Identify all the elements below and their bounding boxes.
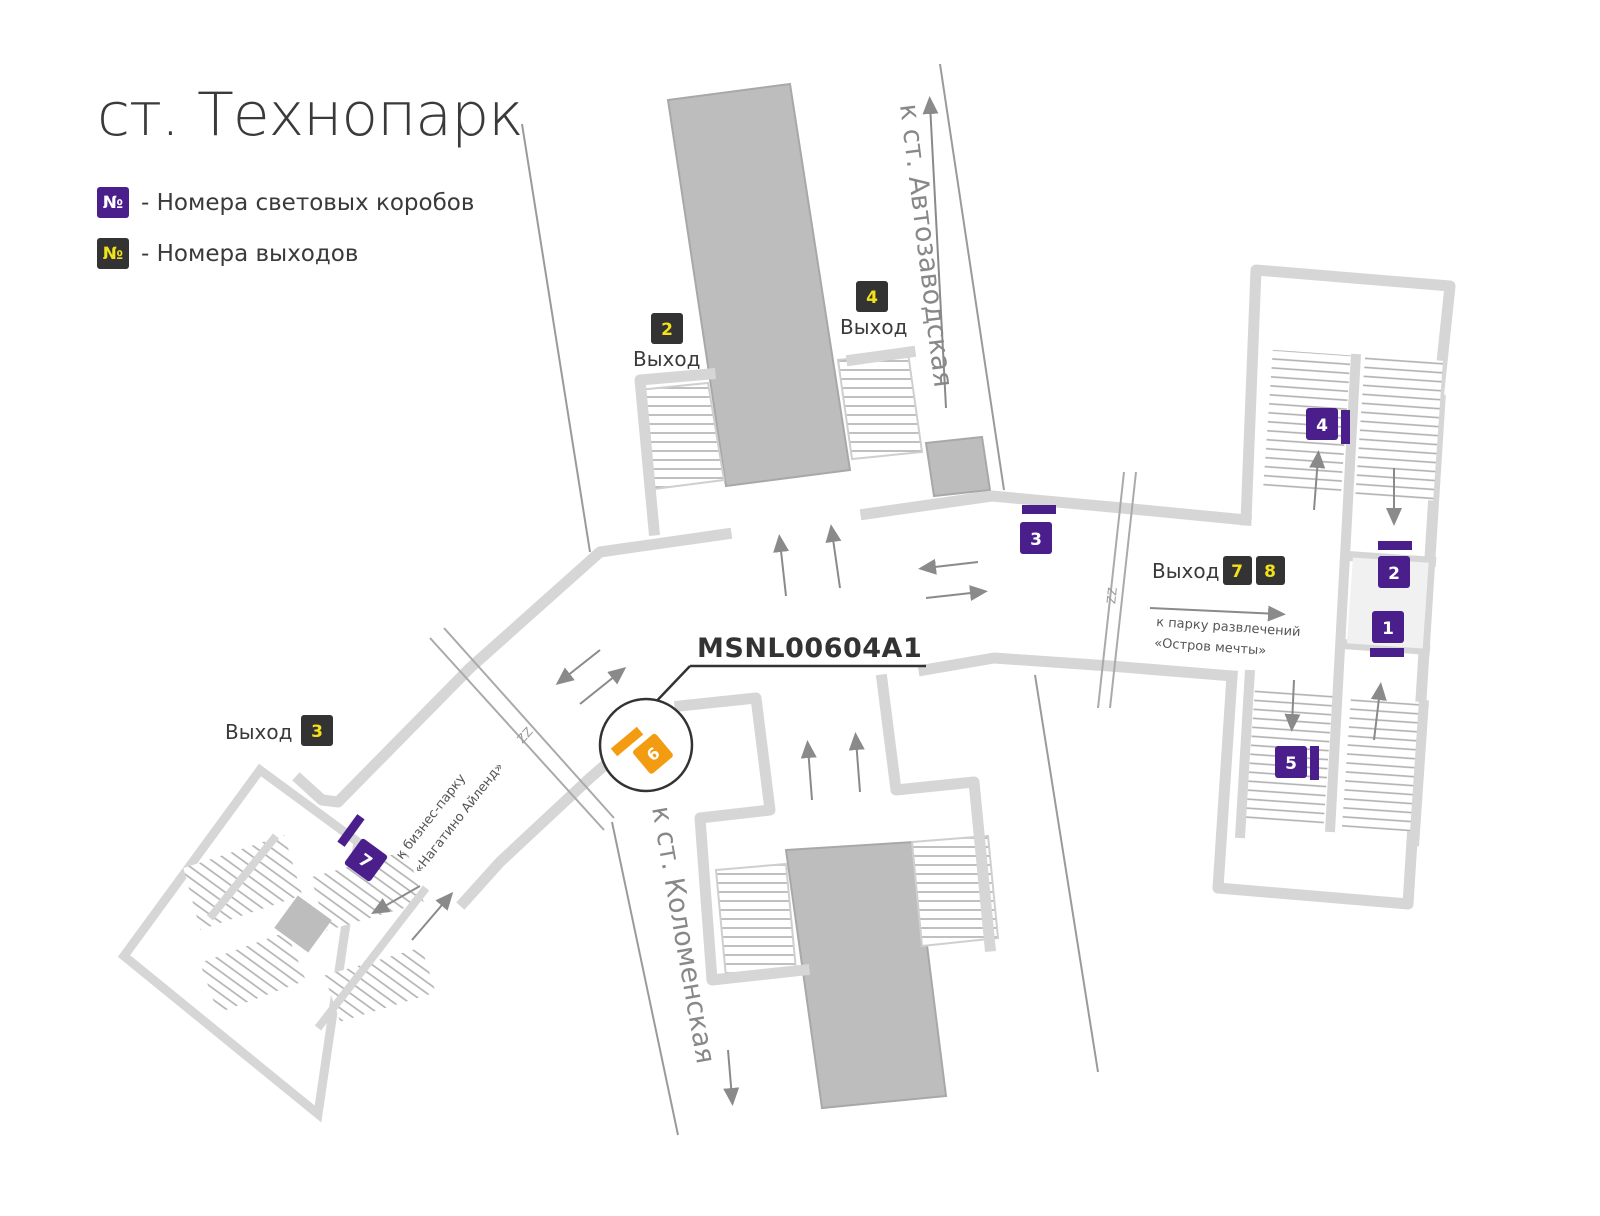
platform-south (784, 840, 948, 1110)
exit-3-number: 3 (311, 722, 323, 742)
technical-block (924, 435, 992, 498)
lightbox-5: 5 (1275, 746, 1319, 780)
highlighted-lightbox: MSNL00604A1 6 (598, 633, 926, 793)
exit-3: Выход 3 (225, 715, 333, 746)
lightbox-3-number: 3 (1030, 530, 1042, 550)
exit-4-label: Выход (840, 315, 907, 339)
stairs-exit-4 (836, 351, 924, 461)
exit-7-number: 7 (1231, 562, 1243, 582)
highlight-code: MSNL00604A1 (697, 633, 922, 664)
exit-4-number: 4 (866, 288, 878, 308)
break-lines (429, 471, 1137, 831)
lightbox-5-number: 5 (1285, 754, 1297, 774)
exit-3-label: Выход (225, 720, 292, 744)
stairs-east-upper-right (1355, 355, 1443, 501)
lightbox-1: 1 (1370, 611, 1404, 657)
stairs-south-left (714, 862, 798, 979)
lightbox-7: 7 (337, 814, 388, 882)
platform-north (666, 82, 852, 488)
exit-7-8-label: Выход (1152, 559, 1219, 583)
exit-legend-label: - Номера выходов (141, 240, 359, 267)
flow-arrows (371, 96, 1402, 1106)
exit-4: 4 Выход (840, 281, 907, 339)
street-lines (521, 63, 1099, 1136)
legend-exit: № - Номера выходов (97, 238, 358, 269)
lightbox-4-number: 4 (1316, 416, 1328, 436)
lightbox-1-number: 1 (1382, 619, 1394, 639)
lightbox-4: 4 (1306, 408, 1350, 444)
east-stair-walls (1235, 353, 1437, 847)
exit-2: 2 Выход (633, 313, 700, 371)
break-mark-east: ZZ (1104, 587, 1120, 605)
exit-2-label: Выход (633, 347, 700, 371)
direction-avtozavodskaya: к ст. Автозаводская (893, 102, 959, 389)
direction-park-line1: к парку развлечений (1156, 615, 1301, 640)
legend-lightbox: № - Номера световых коробов (97, 187, 474, 218)
exit-7-8: Выход 7 8 (1152, 556, 1285, 585)
lightbox-legend-label: - Номера световых коробов (141, 189, 475, 216)
lightbox-2: 2 (1378, 541, 1412, 588)
exit-8-number: 8 (1264, 562, 1276, 582)
exit-2-number: 2 (661, 320, 673, 340)
stairs-east-lower-right (1341, 697, 1429, 833)
exit-legend-badge: № (97, 238, 129, 269)
lightbox-2-number: 2 (1388, 564, 1400, 584)
southwest-stairwell (117, 763, 436, 1123)
lightbox-legend-badge: № (97, 187, 129, 218)
lightbox-3: 3 (1020, 505, 1056, 554)
direction-park-line2: «Остров мечты» (1154, 636, 1267, 659)
station-title: ст. Технопарк (97, 80, 524, 150)
